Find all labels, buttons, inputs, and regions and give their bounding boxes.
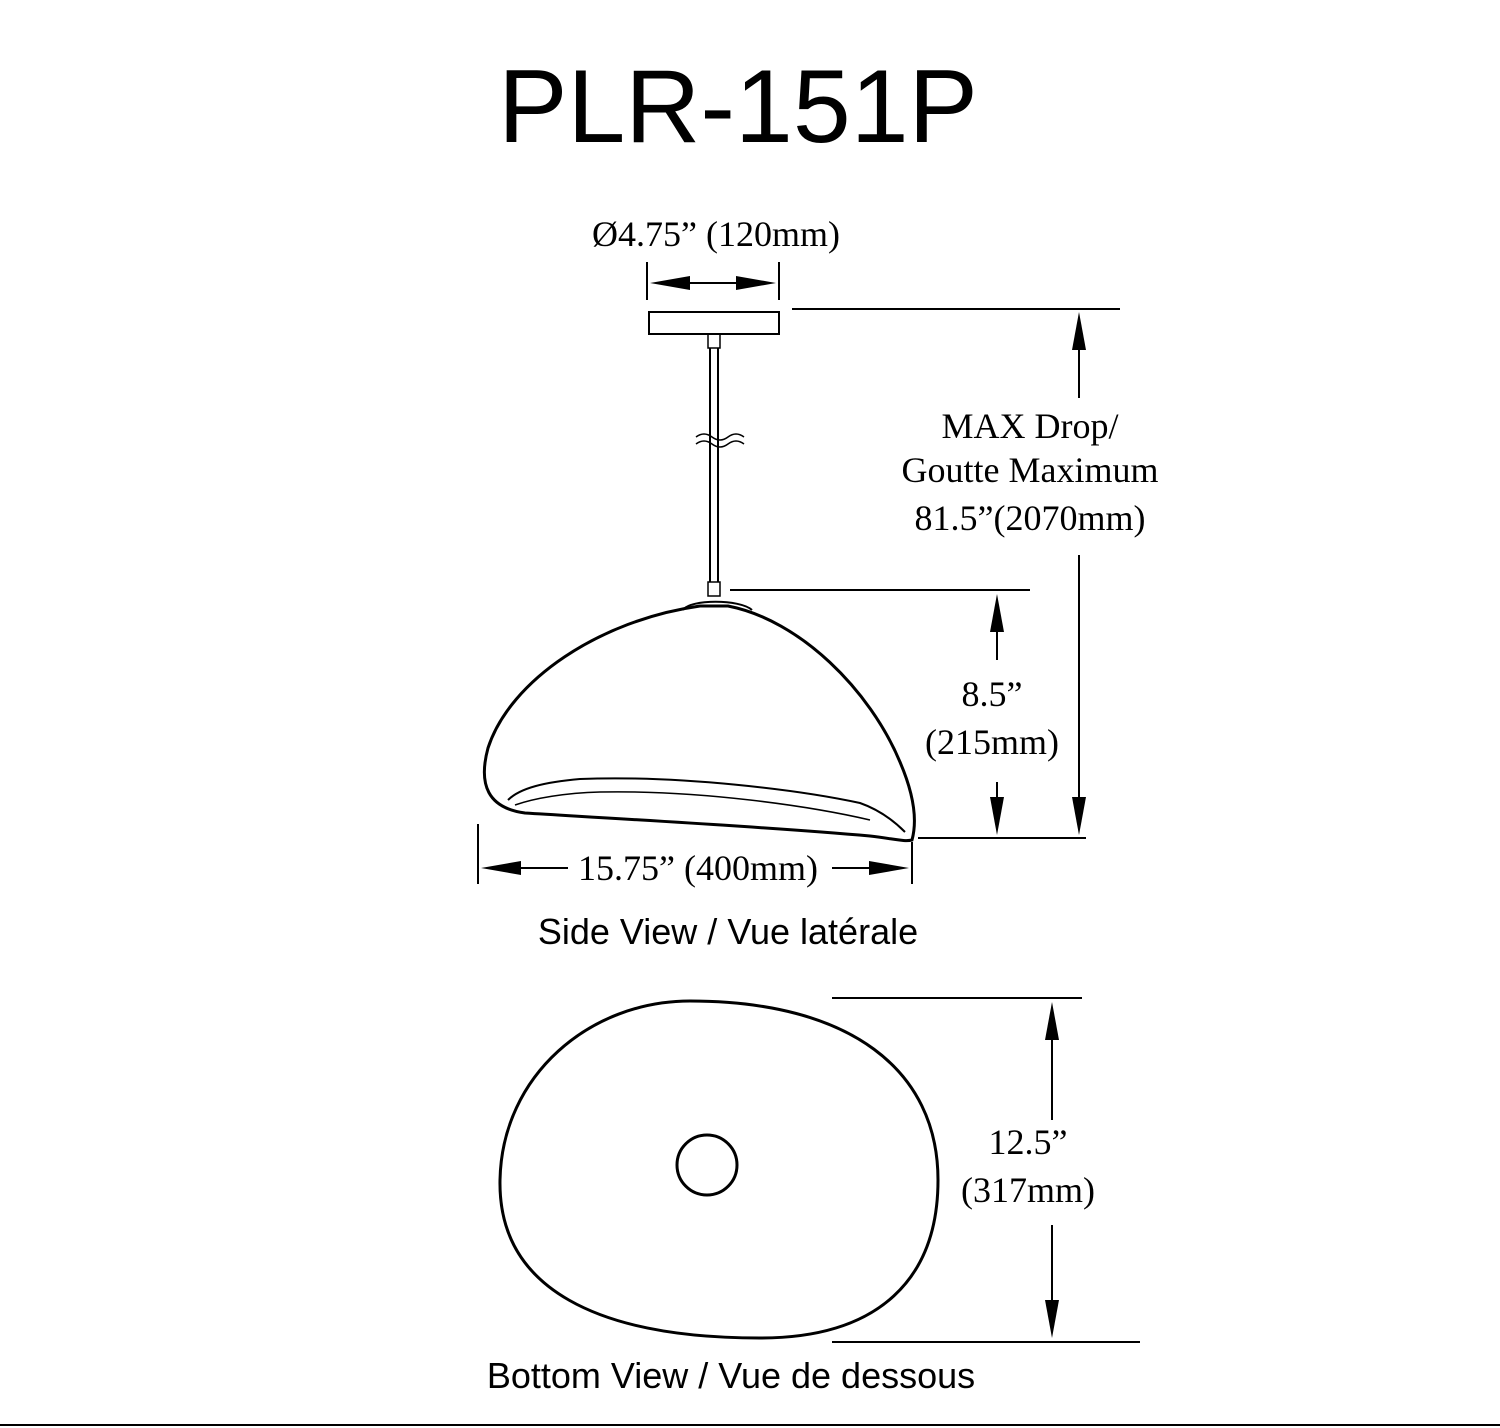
page-title: PLR-151P xyxy=(498,49,978,165)
socket-ring xyxy=(675,1133,739,1197)
canopy-plate xyxy=(648,311,780,335)
canopy-diameter-dimension: Ø4.75” (120mm) xyxy=(592,214,840,300)
shade-width-label: 15.75” (400mm) xyxy=(578,848,818,888)
shade-profile xyxy=(482,600,916,843)
max-drop-line-2: Goutte Maximum xyxy=(902,450,1159,490)
shade-height-line-1: 8.5” xyxy=(962,674,1023,714)
bottom-view-label: Bottom View / Vue de dessous xyxy=(487,1355,975,1396)
shade-height-dimension: 8.5” (215mm) xyxy=(730,589,1059,835)
max-drop-dimension: MAX Drop/ Goutte Maximum 81.5”(2070mm) xyxy=(792,308,1159,839)
bottom-view: 12.5” (317mm) Bottom View / Vue de desso… xyxy=(487,997,1140,1396)
bottom-depth-line-1: 12.5” xyxy=(989,1122,1068,1162)
max-drop-line-3: 81.5”(2070mm) xyxy=(915,498,1146,538)
bottom-depth-line-2: (317mm) xyxy=(961,1170,1095,1210)
bottom-depth-dimension: 12.5” (317mm) xyxy=(832,997,1140,1343)
shade-width-dimension: 15.75” (400mm) xyxy=(477,824,913,888)
canopy-diameter-label: Ø4.75” (120mm) xyxy=(592,214,840,254)
max-drop-line-1: MAX Drop/ xyxy=(942,406,1119,446)
side-view-label: Side View / Vue latérale xyxy=(538,911,918,952)
suspension-cord xyxy=(695,333,745,597)
shade-bottom-outline xyxy=(498,999,940,1340)
shade-height-line-2: (215mm) xyxy=(925,722,1059,762)
side-view: Ø4.75” (120mm) xyxy=(477,214,1159,952)
